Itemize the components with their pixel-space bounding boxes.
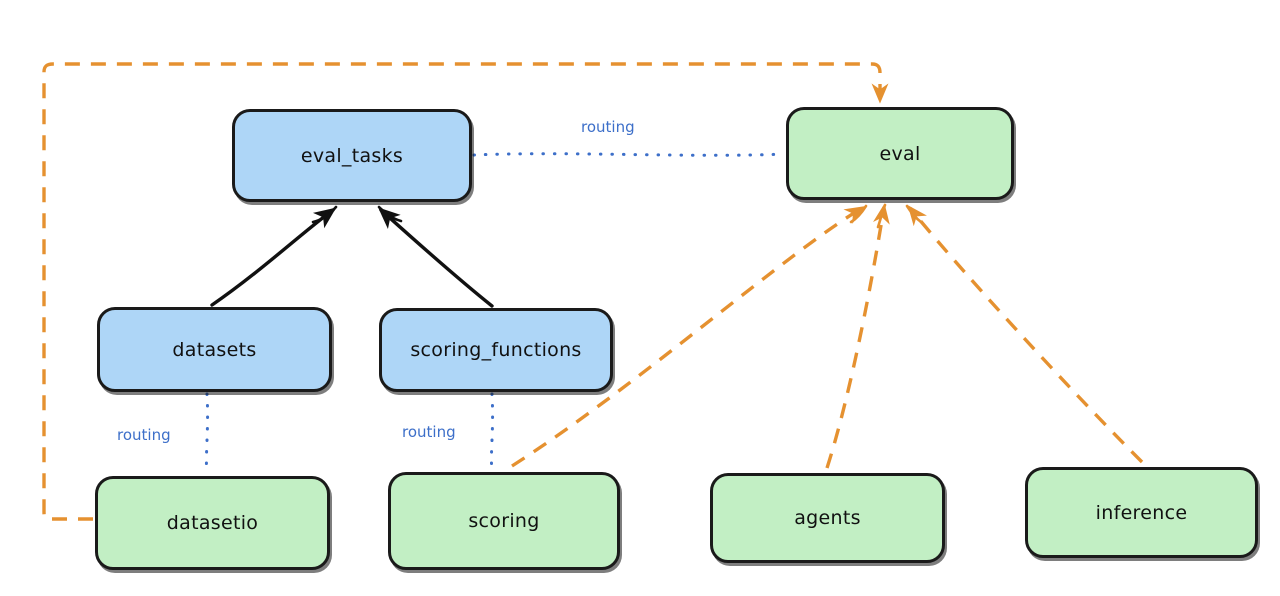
- node-eval[interactable]: eval: [786, 107, 1014, 200]
- edge-agents-to-eval: [825, 203, 890, 469]
- edge-scoring-to-eval: [511, 206, 866, 468]
- edge-datasets-to-datasetio: [204, 392, 210, 476]
- edge-scoring-functions-to-scoring: [489, 392, 495, 472]
- edge-datasetio-to-eval: [42, 62, 889, 521]
- edge-inference-to-eval: [907, 205, 1144, 464]
- node-inference[interactable]: inference: [1025, 467, 1258, 558]
- edge-inference-to-eval-feather: [905, 204, 923, 224]
- node-label-agents: agents: [794, 507, 861, 529]
- node-label-eval-tasks: eval_tasks: [300, 144, 404, 167]
- node-eval-tasks[interactable]: eval_tasks: [232, 109, 472, 202]
- node-label-datasetio: datasetio: [166, 512, 259, 534]
- node-label-scoring-functions: scoring_functions: [410, 339, 582, 361]
- edge-datasets-to-eval-tasks-feather: [311, 205, 338, 224]
- edge-label-routing-datasets: routing: [114, 426, 174, 444]
- node-datasetio[interactable]: datasetio: [95, 476, 330, 570]
- edge-scoring-to-eval-feather: [849, 204, 868, 224]
- node-label-eval: eval: [879, 142, 921, 165]
- edge-scoring-functions-to-eval-tasks-feather: [377, 205, 403, 223]
- node-datasets[interactable]: datasets: [97, 307, 332, 392]
- node-label-datasets: datasets: [172, 338, 257, 361]
- edge-agents-to-eval-feather: [876, 203, 887, 229]
- edge-datasets-to-eval-tasks: [210, 207, 337, 307]
- node-scoring[interactable]: scoring: [388, 472, 620, 570]
- node-label-inference: inference: [1095, 501, 1188, 524]
- node-agents[interactable]: agents: [710, 473, 945, 563]
- edge-label-routing-scoring-functions: routing: [399, 423, 459, 441]
- node-label-scoring: scoring: [468, 510, 540, 532]
- edge-eval-tasks-to-eval: [472, 152, 786, 157]
- edge-scoring-functions-to-eval-tasks: [378, 207, 494, 308]
- edge-label-routing-eval-tasks: routing: [578, 118, 638, 136]
- node-scoring-functions[interactable]: scoring_functions: [379, 308, 613, 392]
